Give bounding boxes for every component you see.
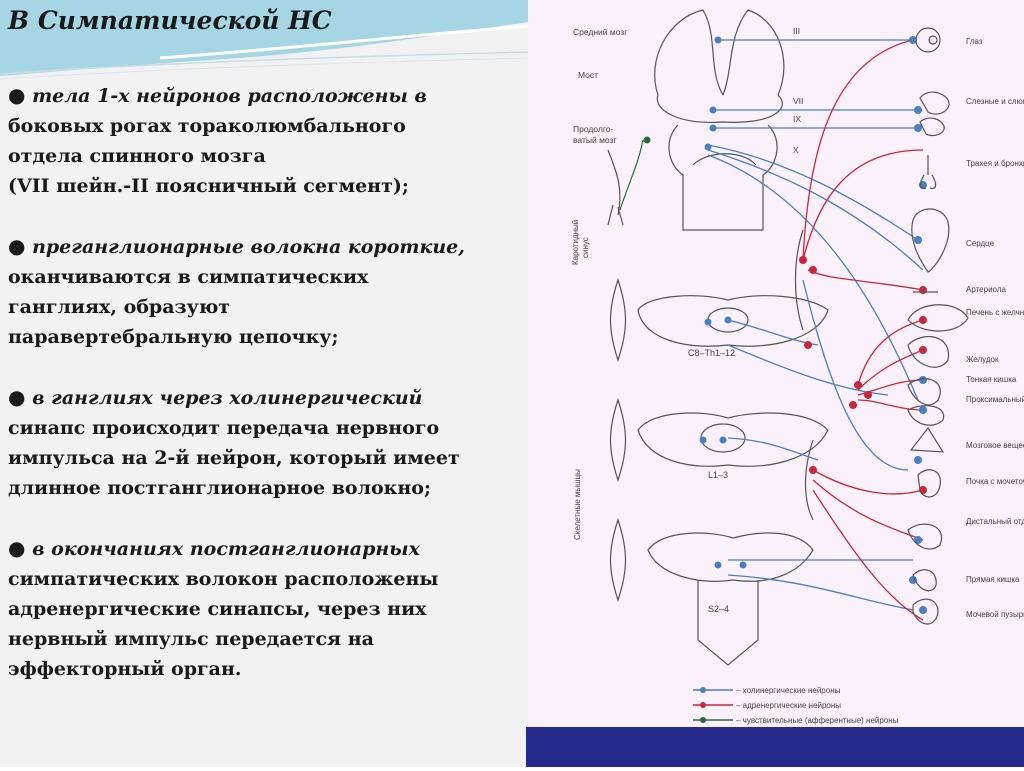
kidney-icon — [917, 469, 941, 498]
label-nerve-iii: III — [793, 26, 800, 36]
afferent-fiber — [619, 139, 644, 211]
organ-label: Прямая кишка — [966, 575, 1020, 584]
trachea-icon — [919, 155, 937, 190]
organ-label: Почка с мочеточником — [966, 477, 1024, 486]
rectum-icon — [912, 569, 937, 592]
bullet-marker: ● — [8, 234, 26, 258]
legend: – холинергические нейроны – адренергичес… — [693, 686, 899, 725]
label-segment-cervicothoracic: C8–Th1–12 — [688, 348, 735, 358]
organ-label: Мочевой пузырь — [966, 610, 1024, 619]
organ-label: Трахея и бронхи — [966, 159, 1024, 168]
bullet-line: ганглиях, образуют — [8, 296, 231, 318]
label-carotid-2: синус — [581, 237, 590, 258]
spinal-section-lower — [609, 518, 814, 666]
title-banner-decoration — [0, 0, 530, 80]
bullet-item: ● тела 1-х нейронов расположены в боковы… — [8, 80, 533, 201]
legend-dot-adrenergic — [700, 702, 706, 708]
organ-label: Артериола — [966, 285, 1006, 294]
label-nerve-vii: VII — [793, 96, 803, 106]
legend-label-afferent: – чувствительные (афферентные) нейроны — [736, 716, 899, 725]
bullet-marker: ● — [8, 385, 26, 409]
liver-icon — [907, 304, 969, 332]
organ-label: Желудок — [966, 355, 999, 364]
adrenergic-fibers — [802, 39, 924, 621]
organ-label: Печень с желчным пузырем и желчным путям… — [966, 308, 1024, 317]
slide-title: В Симпатической НС — [8, 6, 332, 35]
organ-label: Слезные и слюнные железы — [966, 97, 1024, 106]
cholinergic-fibers — [707, 39, 924, 611]
bullet-text: преганглионарные волокна короткие, — [32, 236, 465, 258]
heart-icon — [911, 208, 950, 273]
eye-icon-pupil — [928, 35, 938, 45]
sympathetic-chain — [794, 229, 814, 521]
label-segment-lumbar: L1–3 — [708, 470, 728, 480]
bullet-line: синапс происходит передача нервного — [8, 417, 440, 439]
label-segment-sacral: S2–4 — [708, 604, 729, 614]
label-nerve-ix: IX — [793, 114, 801, 124]
legend-dot-afferent — [700, 717, 706, 723]
colon-icon — [907, 405, 945, 426]
gland-icon — [919, 91, 950, 115]
distal-colon-icon — [907, 523, 943, 550]
legend-label-cholinergic: – холинергические нейроны — [736, 686, 841, 695]
bullet-line: оканчиваются в симпатических — [8, 266, 369, 288]
organ-label: Тонкая кишка — [966, 375, 1017, 384]
gland-icon — [919, 117, 945, 137]
bladder-icon — [912, 598, 939, 625]
legend-dot-cholinergic — [700, 687, 706, 693]
bullet-line: отдела спинного мозга — [8, 145, 266, 167]
neuron-bodies — [643, 36, 927, 614]
bullet-marker: ● — [8, 536, 26, 560]
intestine-icon — [907, 378, 941, 406]
bullet-text: в ганглиях через холинергический — [32, 387, 423, 409]
organ-sketches — [907, 27, 969, 625]
legend-label-adrenergic: – адренергические нейроны — [736, 701, 841, 710]
bullet-line: импульса на 2-й нейрон, который имеет — [8, 447, 460, 469]
organ-label: Глаз — [966, 37, 983, 46]
organ-label: Проксимальный отдел толстой кишки — [966, 395, 1024, 404]
diagram-panel: Средний мозг Мост Продолго- ватый мозг К… — [528, 0, 1024, 767]
bullet-marker: ● — [8, 83, 26, 107]
bullet-line: нервный импульс передается на — [8, 628, 374, 650]
brainstem-drawing — [607, 9, 785, 231]
organ-label: Мозговое вещество надпочечника — [966, 441, 1024, 450]
bullet-line: (VII шейн.-II поясничный сегмент); — [8, 175, 409, 197]
bullet-line: адренергические синапсы, через них — [8, 598, 427, 620]
bullet-list: ● тела 1-х нейронов расположены в боковы… — [8, 80, 533, 714]
bullet-line: паравертебральную цепочку; — [8, 326, 339, 348]
bullet-line: симпатических волокон расположены — [8, 568, 439, 590]
bullet-line: ● в окончаниях постганглионарных — [8, 533, 533, 564]
label-pons: Мост — [578, 70, 598, 80]
stomach-icon — [907, 336, 950, 368]
label-medulla: Продолго- — [573, 124, 613, 134]
label-nerve-x: X — [793, 145, 799, 155]
label-midbrain: Средний мозг — [573, 27, 627, 37]
organ-label: Сердце — [966, 239, 995, 248]
bullet-line: ● тела 1-х нейронов расположены в — [8, 80, 533, 111]
sympathetic-nervous-system-diagram: Средний мозг Мост Продолго- ватый мозг К… — [571, 9, 1024, 725]
label-carotid: Каротидный — [571, 220, 580, 265]
organ-label: Дистальный отдел толстой кишки — [966, 517, 1024, 526]
bullet-item: ● в окончаниях постганглионарных симпати… — [8, 533, 533, 684]
bullet-item: ● преганглионарные волокна короткие, ока… — [8, 231, 533, 352]
bullet-text: в окончаниях постганглионарных — [32, 538, 420, 560]
label-medulla-2: ватый мозг — [573, 135, 617, 145]
bullet-line: ● преганглионарные волокна короткие, — [8, 231, 533, 262]
bullet-line: эффекторный орган. — [8, 658, 242, 680]
spinal-section-middle — [609, 398, 829, 482]
bullet-line: боковых рогах тораколюмбального — [8, 115, 406, 137]
bullet-text: тела 1-х нейронов расположены в — [32, 85, 427, 107]
adrenal-icon — [909, 426, 945, 453]
label-skeletal-muscles: Скелетные мышцы — [573, 469, 582, 540]
bullet-item: ● в ганглиях через холинергический синап… — [8, 382, 533, 503]
bullet-line: длинное постганглионарное волокно; — [8, 477, 431, 499]
eye-icon — [915, 27, 941, 53]
bottom-bar — [526, 727, 1024, 767]
bullet-line: ● в ганглиях через холинергический — [8, 382, 533, 413]
